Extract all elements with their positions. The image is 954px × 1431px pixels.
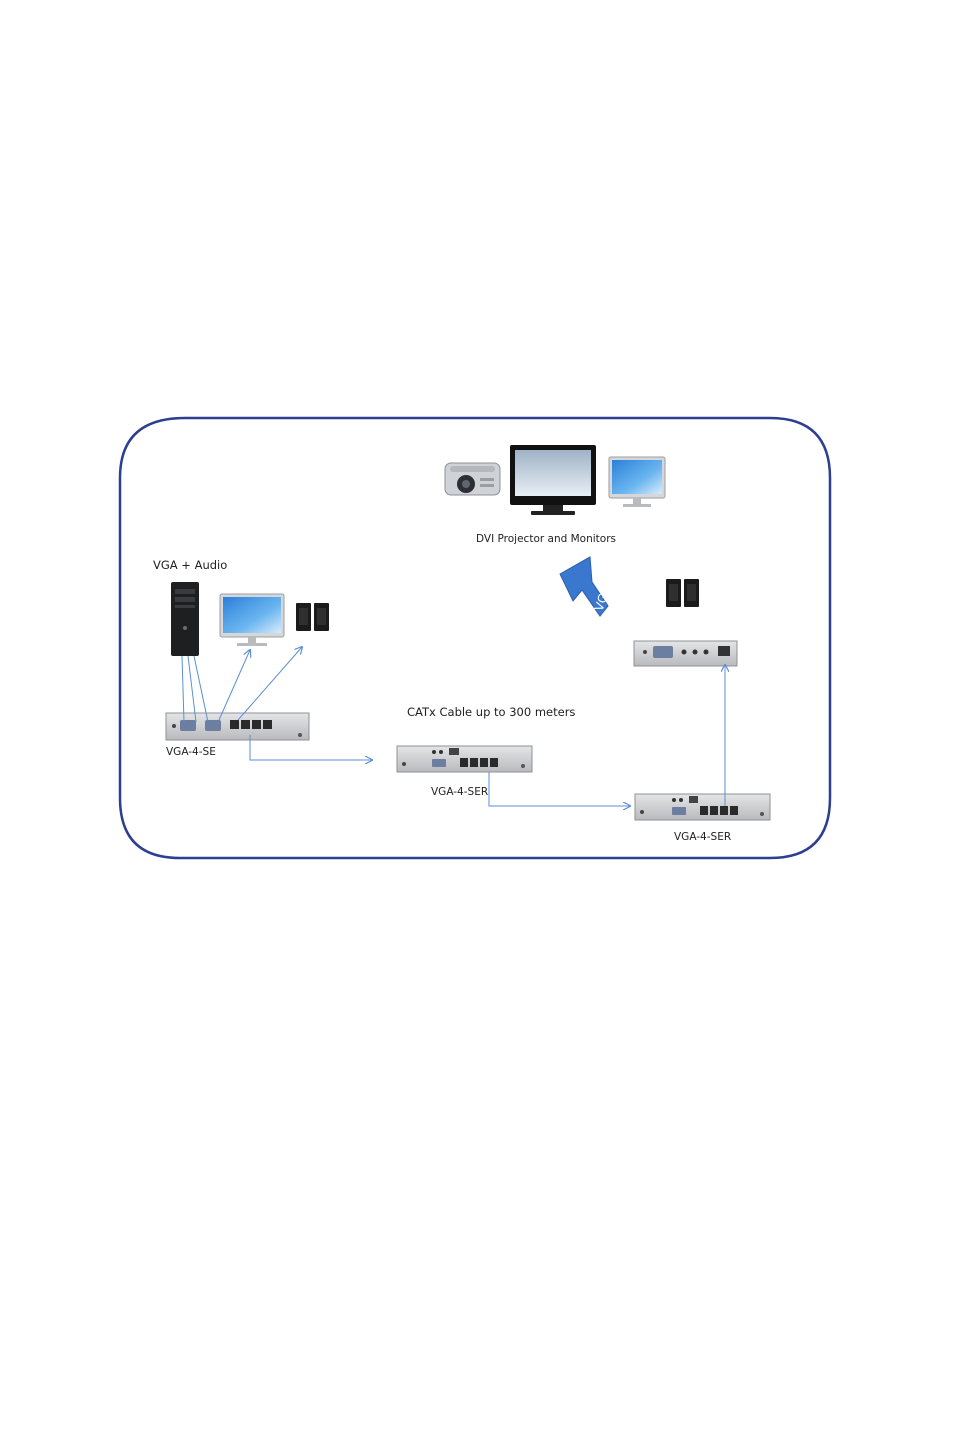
display-group-label: DVI Projector and Monitors [476,533,616,545]
diagram-frame [118,416,832,860]
sender-unit [165,712,310,741]
receiver-unit-1 [396,745,533,773]
speakers-icon [666,579,699,607]
vga-direction-arrow: VGA [559,556,614,617]
projector-icon [444,462,501,496]
cable-note: CATx Cable up to 300 meters [407,705,575,719]
receiver-front-panel [633,640,738,667]
source-group-label: VGA + Audio [153,558,227,572]
receiver-unit-2 [634,793,771,821]
receiver-unit-1-label: VGA-4-SER [431,786,488,798]
tv-icon [510,445,596,515]
source-connections [181,647,372,760]
sender-unit-label: VGA-4-SE [166,746,216,758]
computer-tower-icon [171,582,199,656]
monitor-icon [219,593,285,646]
speakers-icon [296,603,329,631]
receiver-chain-connection [488,772,630,806]
receiver-unit-2-label: VGA-4-SER [674,831,731,843]
monitor-icon [608,456,666,507]
